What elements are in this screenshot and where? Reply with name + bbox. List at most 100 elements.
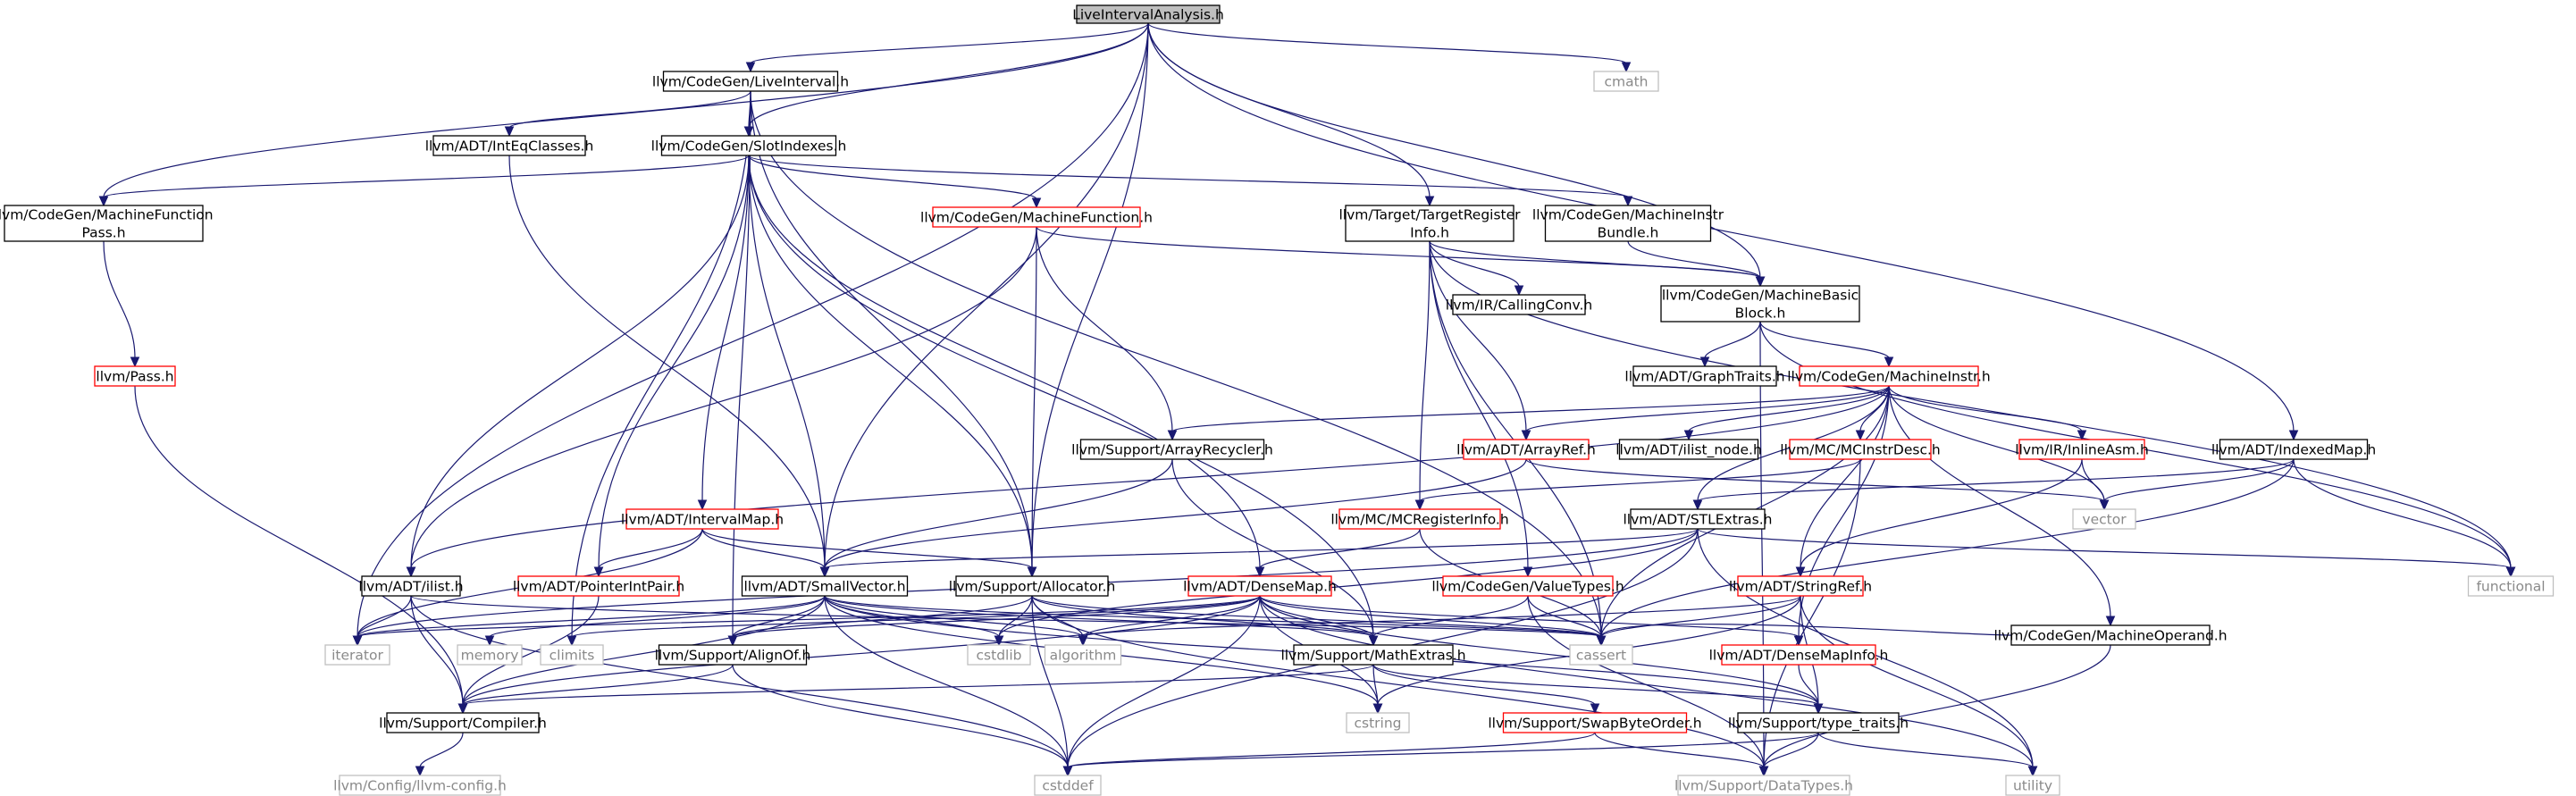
edge-intervalmap-to-allocator [701, 528, 1037, 578]
node-functional: functional [2467, 575, 2555, 597]
edge-machineinstr-to-arrayrecycler [1167, 385, 1890, 441]
node-mathextras-label: llvm/Support/MathExtras.h [1280, 648, 1465, 664]
node-stlextras[interactable]: llvm/ADT/STLExtras.h [1623, 508, 1773, 530]
node-densemapinfo[interactable]: llvm/ADT/DenseMapInfo.h [1709, 644, 1889, 666]
node-alignof[interactable]: llvm/Support/AlignOf.h [655, 644, 811, 666]
node-compiler-label: llvm/Support/Compiler.h [379, 716, 547, 732]
node-arrayref-label: llvm/ADT/ArrayRef.h [1456, 442, 1596, 458]
node-slotindexes-label: llvm/CodeGen/SlotIndexes.h [651, 138, 847, 155]
edge-mathextras-to-compiler [457, 664, 1374, 715]
edge-root-to-allocator [1027, 22, 1149, 578]
node-functional-label: functional [2476, 579, 2545, 595]
node-pointerintpair[interactable]: llvm/ADT/PointerIntPair.h [513, 575, 684, 597]
node-datatypes-label: llvm/Support/DataTypes.h [1674, 778, 1853, 794]
edge-root-to-indexedmap [1147, 22, 2299, 441]
edge-mbb-to-graphtraits [1699, 321, 1761, 368]
edge-densemap-to-iterator [352, 595, 1261, 647]
node-climits-label: climits [550, 648, 595, 664]
edge-machineinstr-to-ilistnode [1683, 385, 1890, 441]
node-ilist-label: llvm/ADT/ilist.h [358, 579, 463, 595]
node-machineoperand[interactable]: llvm/CodeGen/MachineOperand.h [1993, 624, 2228, 646]
node-inteqclasses[interactable]: llvm/ADT/IntEqClasses.h [425, 135, 594, 156]
edge-densemapinfo-to-typetraits [1798, 664, 1824, 715]
node-liveinterval[interactable]: llvm/CodeGen/LiveInterval.h [652, 71, 849, 92]
node-slotindexes[interactable]: llvm/CodeGen/SlotIndexes.h [651, 135, 847, 156]
node-machineoperand-label: llvm/CodeGen/MachineOperand.h [1993, 628, 2227, 644]
edge-alignof-to-cstddef [732, 664, 1073, 777]
node-densemapinfo-label: llvm/ADT/DenseMapInfo.h [1709, 648, 1889, 664]
edge-machineinstr-to-densemapinfo [1793, 385, 1890, 647]
node-climits: climits [540, 644, 604, 666]
node-stringref[interactable]: llvm/ADT/StringRef.h [1729, 575, 1872, 597]
node-cstdlib-label: cstdlib [977, 648, 1022, 664]
node-cassert: cassert [1569, 644, 1633, 666]
node-callingconv-label: llvm/IR/CallingConv.h [1446, 297, 1592, 314]
node-arrayref[interactable]: llvm/ADT/ArrayRef.h [1456, 439, 1596, 460]
node-densemap-label: llvm/ADT/DenseMap.h [1183, 579, 1337, 595]
node-machineinstr[interactable]: llvm/CodeGen/MachineInstr.h [1787, 365, 1991, 387]
node-llvmconfig: llvm/Config/llvm-config.h [333, 775, 507, 796]
node-compiler[interactable]: llvm/Support/Compiler.h [379, 712, 547, 733]
edge-slotindexes-to-mfpass [98, 155, 750, 207]
node-mbb-label: llvm/CodeGen/MachineBasic [1662, 288, 1859, 304]
node-graphtraits[interactable]: llvm/ADT/GraphTraits.h [1624, 365, 1785, 387]
edge-typetraits-to-cstddef [1062, 732, 1819, 777]
node-memory-label: memory [461, 648, 519, 664]
edge-mcinstrdesc-to-mcreginfo [1414, 458, 1861, 511]
node-typetraits-label: llvm/Support/type_traits.h [1728, 716, 1909, 733]
node-ilistnode[interactable]: llvm/ADT/ilist_node.h [1615, 439, 1762, 460]
node-swapbyteorder[interactable]: llvm/Support/SwapByteOrder.h [1488, 712, 1702, 733]
node-mcreginfo[interactable]: llvm/MC/MCRegisterInfo.h [1330, 508, 1509, 530]
node-root[interactable]: LiveIntervalAnalysis.h [1072, 4, 1224, 24]
node-stringref-label: llvm/ADT/StringRef.h [1729, 579, 1872, 595]
edge-mibundle-to-mbb [1627, 240, 1766, 288]
node-smallvector[interactable]: llvm/ADT/SmallVector.h [741, 575, 909, 597]
node-indexedmap[interactable]: llvm/ADT/IndexedMap.h [2211, 439, 2376, 460]
node-mcinstrdesc[interactable]: llvm/MC/MCInstrDesc.h [1780, 439, 1941, 460]
node-arrayrecycler[interactable]: llvm/Support/ArrayRecycler.h [1071, 439, 1273, 460]
edges-layer [98, 22, 2516, 777]
node-ilist[interactable]: llvm/ADT/ilist.h [358, 575, 464, 597]
edge-stringref-to-utility [1800, 595, 2038, 777]
edge-root-to-mbb [1147, 22, 1766, 288]
node-memory: memory [457, 644, 523, 666]
node-cstddef: cstddef [1034, 775, 1102, 796]
edge-mbb-to-datatypes [1758, 321, 1769, 777]
node-intervalmap[interactable]: llvm/ADT/IntervalMap.h [621, 508, 784, 530]
edge-typetraits-to-utility [1817, 732, 2038, 777]
node-swapbyteorder-label: llvm/Support/SwapByteOrder.h [1488, 716, 1701, 732]
node-machinefunction[interactable]: llvm/CodeGen/MachineFunction.h [920, 206, 1153, 228]
edge-machineinstr-to-ilist [406, 385, 1890, 578]
node-allocator[interactable]: llvm/Support/Allocator.h [949, 575, 1116, 597]
edge-ilist-to-cstddef [410, 595, 1073, 777]
node-pass[interactable]: llvm/Pass.h [94, 365, 176, 387]
node-callingconv[interactable]: llvm/IR/CallingConv.h [1446, 294, 1592, 315]
edge-root-to-mfpass [98, 22, 1149, 207]
node-inlineasm[interactable]: llvm/IR/InlineAsm.h [2015, 439, 2149, 460]
edge-stringref-to-algorithm [1078, 595, 1801, 647]
edge-indexedmap-to-vector [2099, 458, 2295, 511]
edge-root-to-tri [1147, 22, 1435, 207]
edge-tri-to-callingconv [1429, 240, 1524, 297]
edge-machineinstr-to-inlineasm [1888, 385, 2087, 441]
node-pass-label: llvm/Pass.h [96, 369, 173, 385]
edge-swapbyteorder-to-datatypes [1594, 732, 1769, 777]
edge-smallvector-to-memory [484, 595, 826, 647]
node-allocator-label: llvm/Support/Allocator.h [949, 579, 1116, 595]
node-valuetypes-label: llvm/CodeGen/ValueTypes.h [1431, 579, 1624, 595]
edge-indexedmap-to-stlextras [1692, 458, 2295, 511]
node-densemap[interactable]: llvm/ADT/DenseMap.h [1183, 575, 1337, 597]
node-vector-label: vector [2082, 512, 2127, 528]
edge-tri-to-mcreginfo [1414, 240, 1431, 511]
node-mathextras[interactable]: llvm/Support/MathExtras.h [1280, 644, 1466, 666]
edge-mathextras-to-cstring [1372, 664, 1383, 715]
edge-slotindexes-to-mibundle [748, 155, 1633, 207]
edge-slotindexes-to-intervalmap [697, 155, 750, 511]
node-typetraits[interactable]: llvm/Support/type_traits.h [1728, 712, 1909, 733]
node-valuetypes[interactable]: llvm/CodeGen/ValueTypes.h [1431, 575, 1624, 597]
